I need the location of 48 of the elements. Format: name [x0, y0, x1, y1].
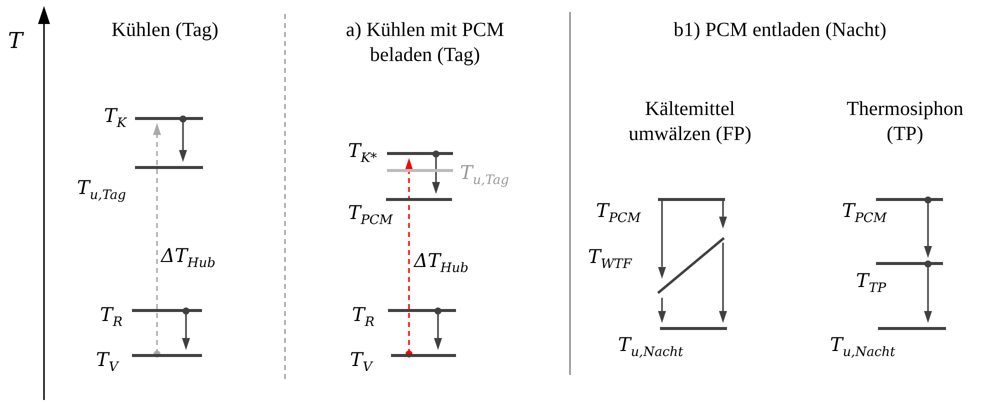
arrow — [719, 200, 727, 229]
temperature-level-line — [391, 354, 456, 357]
temperature-label: T$_{V}$ — [350, 350, 372, 376]
temperature-level-line — [387, 152, 453, 155]
arrow — [153, 123, 161, 358]
temperature-label: T$_{R}$ — [100, 305, 122, 330]
temperature-label: T$_{u,Nacht}$ — [618, 335, 684, 360]
arrow — [924, 260, 932, 323]
diagonal-line — [657, 237, 725, 294]
arrow — [432, 150, 440, 194]
temperature-label: T$_{u,Tag}$ — [460, 163, 509, 188]
temperature-label: T$_{TP}$ — [856, 271, 886, 296]
arrow — [179, 116, 187, 162]
temperature-level-line — [132, 309, 202, 312]
axis-label: T — [8, 30, 25, 54]
temperature-level-line — [386, 198, 452, 201]
panel-heading: Kühlen (Tag) — [110, 18, 220, 43]
temperature-label: T$_{PCM}$ — [596, 201, 641, 226]
arrow — [924, 196, 932, 258]
temperature-level-line — [135, 117, 203, 120]
arrow — [405, 158, 413, 358]
temperature-level-line — [660, 327, 727, 330]
temperature-label: T$_{R}$ — [352, 305, 374, 330]
temperature-level-line — [876, 262, 943, 265]
arrow — [658, 298, 666, 323]
temperature-level-line — [658, 198, 725, 201]
panel-heading: a) Kühlen mit PCM beladen (Tag) — [344, 18, 506, 68]
temperature-label: T$_{u,Tag}$ — [77, 178, 126, 204]
arrow — [658, 200, 666, 279]
arrow — [719, 242, 727, 323]
temperature-level-line — [878, 327, 946, 330]
temperature-level-line — [388, 309, 456, 312]
temperature-label: T$_{V}$ — [96, 350, 118, 376]
arrow — [434, 308, 442, 350]
panel-heading: b1) PCM entladen (Nacht) — [672, 18, 888, 43]
temperature-level-line — [135, 166, 203, 169]
arrow — [182, 308, 190, 350]
temperature-level-line — [132, 354, 202, 357]
temperature-label: T$_{K}$ — [104, 106, 126, 132]
temperature-label: T$_{WTF}$ — [588, 247, 632, 272]
temperature-label: T$_{K*}$ — [348, 141, 377, 166]
temperature-label: T$_{PCM}$ — [842, 201, 887, 226]
temperature-label: T$_{PCM}$ — [348, 203, 393, 228]
temperature-level-line — [876, 198, 943, 201]
temperature-label: T$_{u,Nacht}$ — [830, 335, 896, 360]
column-heading: Thermosiphon (TP) — [846, 97, 964, 147]
column-heading: Kältemittel umwälzen (FP) — [628, 97, 752, 147]
temperature-level-line — [387, 169, 453, 172]
